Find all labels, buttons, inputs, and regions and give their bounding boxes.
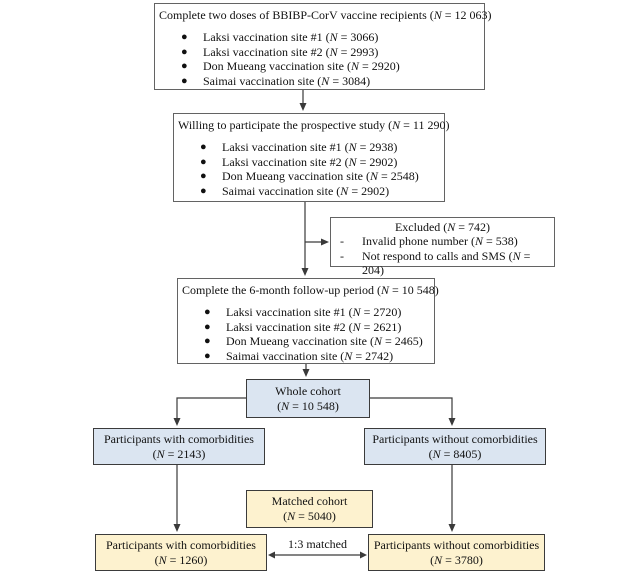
box-willing-participate: Willing to participate the prospective s… [173, 113, 450, 202]
box-whole-cohort-line2: (N = 10 548) [277, 398, 339, 413]
list-item: ● Laksi vaccination site #1 (N = 2720) [202, 305, 434, 320]
match-arrowhead-left [268, 551, 275, 559]
bullet-marker: ● [181, 31, 188, 43]
box-matched-without-line1: Participants without comorbidities [373, 537, 540, 552]
bullet-marker: ● [181, 60, 188, 73]
box-matched-without-comorbidities: Participants without comorbidities (N = … [368, 534, 545, 571]
box-whole-cohort-line1: Whole cohort [275, 383, 341, 398]
box-matched-cohort-line2: (N = 5040) [283, 509, 336, 523]
list-item: ● Laksi vaccination site #2 (N = 2621) [202, 320, 434, 335]
list-item: ● Laksi vaccination site #2 (N = 2993) [179, 45, 484, 60]
bullet-marker: ● [200, 155, 207, 168]
box-excluded: Excluded (N = 742) - Invalid phone number… [330, 217, 555, 277]
dash-marker: - [340, 248, 344, 263]
list-item-text: Saimai vaccination site (N = 2902) [222, 183, 390, 198]
list-item-text: Saimai vaccination site (N = 2742) [226, 348, 394, 363]
box-without-comorbidities-line1: Participants without comorbidities [372, 431, 538, 446]
box-followup-complete-title: Complete the 6-month follow-up period (N… [182, 283, 439, 297]
bullet-marker: ● [204, 306, 211, 318]
list-item: - Invalid phone number (N = 538) [338, 234, 554, 249]
box-without-comorbidities: Participants without comorbidities (N = … [364, 428, 546, 465]
box-with-comorbidities: Participants with comorbidities (N = 214… [93, 428, 265, 465]
arrow-whole-to-without-comorbidities [370, 397, 456, 426]
list-item-text: Invalid phone number (N = 538) [362, 234, 518, 248]
box-vaccine-recipients-list: ● Laksi vaccination site #1 (N = 3066) ● La… [155, 30, 484, 88]
list-item-text: Don Mueang vaccination site (N = 2465) [226, 334, 423, 349]
box-willing-participate-list: ● Laksi vaccination site #1 (N = 2938) ● La… [174, 140, 444, 198]
list-item: ● Saimai vaccination site (N = 2902) [198, 184, 444, 199]
box-followup-complete-list: ● Laksi vaccination site #1 (N = 2720) ● La… [178, 305, 434, 363]
box-with-comorbidities-line1: Participants with comorbidities [104, 431, 254, 446]
bullet-marker: ● [204, 335, 211, 348]
box-excluded-title: Excluded (N = 742) [394, 220, 491, 234]
box-excluded-list: - Invalid phone number (N = 538) - Not resp… [331, 234, 554, 278]
bullet-marker: ● [200, 141, 207, 153]
list-item-text: Laksi vaccination site #2 (N = 2993) [203, 44, 379, 59]
list-item-text: Not respond to calls and SMS (N = 204) [362, 248, 531, 278]
list-item: - Not respond to calls and SMS (N = 204) [338, 249, 554, 278]
match-ratio-label: 1:3 matched [288, 537, 347, 551]
box-vaccine-recipients-title: Complete two doses of BBIBP-CorV vaccine… [159, 8, 492, 22]
arrow-whole-to-with-comorbidities [173, 397, 246, 426]
list-item-text: Laksi vaccination site #1 (N = 2938) [222, 140, 398, 154]
box-matched-cohort-line1: Matched cohort [271, 494, 348, 508]
box-matched-with-comorbidities: Participants with comorbidities (N = 126… [95, 534, 267, 571]
list-item: ● Saimai vaccination site (N = 3084) [179, 74, 484, 89]
list-item-text: Saimai vaccination site (N = 3084) [203, 73, 371, 88]
bullet-marker: ● [200, 170, 207, 183]
box-whole-cohort: Whole cohort (N = 10 548) [246, 379, 370, 418]
list-item-text: Laksi vaccination site #1 (N = 3066) [203, 30, 379, 44]
box-vaccine-recipients: Complete two doses of BBIBP-CorV vaccine… [154, 3, 492, 90]
box-matched-cohort: Matched cohort (N = 5040) [246, 490, 373, 528]
match-arrowhead-right [360, 551, 367, 559]
list-item: ● Laksi vaccination site #2 (N = 2902) [198, 155, 444, 170]
box-followup-complete: Complete the 6-month follow-up period (N… [177, 278, 439, 364]
box-willing-participate-title: Willing to participate the prospective s… [178, 118, 450, 132]
box-matched-with-line1: Participants with comorbidities [106, 537, 256, 552]
bullet-marker: ● [181, 74, 188, 87]
list-item: ● Don Mueang vaccination site (N = 2920) [179, 59, 484, 74]
box-matched-without-line2: (N = 3780) [430, 552, 483, 567]
list-item: ● Don Mueang vaccination site (N = 2465) [202, 334, 434, 349]
box-with-comorbidities-line2: (N = 2143) [152, 446, 206, 461]
list-item-text: Don Mueang vaccination site (N = 2548) [222, 169, 419, 184]
bullet-marker: ● [204, 320, 211, 333]
box-matched-with-line2: (N = 1260) [154, 552, 208, 567]
bullet-marker: ● [200, 184, 207, 197]
list-item-text: Laksi vaccination site #1 (N = 2720) [226, 305, 402, 319]
list-item: ● Don Mueang vaccination site (N = 2548) [198, 169, 444, 184]
bullet-marker: ● [204, 349, 211, 362]
box-without-comorbidities-line2: (N = 8405) [428, 446, 482, 461]
list-item: ● Laksi vaccination site #1 (N = 2938) [198, 140, 444, 155]
list-item-text: Laksi vaccination site #2 (N = 2621) [226, 319, 402, 334]
list-item: ● Laksi vaccination site #1 (N = 3066) [179, 30, 484, 45]
bullet-marker: ● [181, 45, 188, 58]
list-item: ● Saimai vaccination site (N = 2742) [202, 349, 434, 364]
list-item-text: Don Mueang vaccination site (N = 2920) [203, 59, 400, 74]
dash-marker: - [340, 234, 344, 248]
list-item-text: Laksi vaccination site #2 (N = 2902) [222, 154, 398, 169]
